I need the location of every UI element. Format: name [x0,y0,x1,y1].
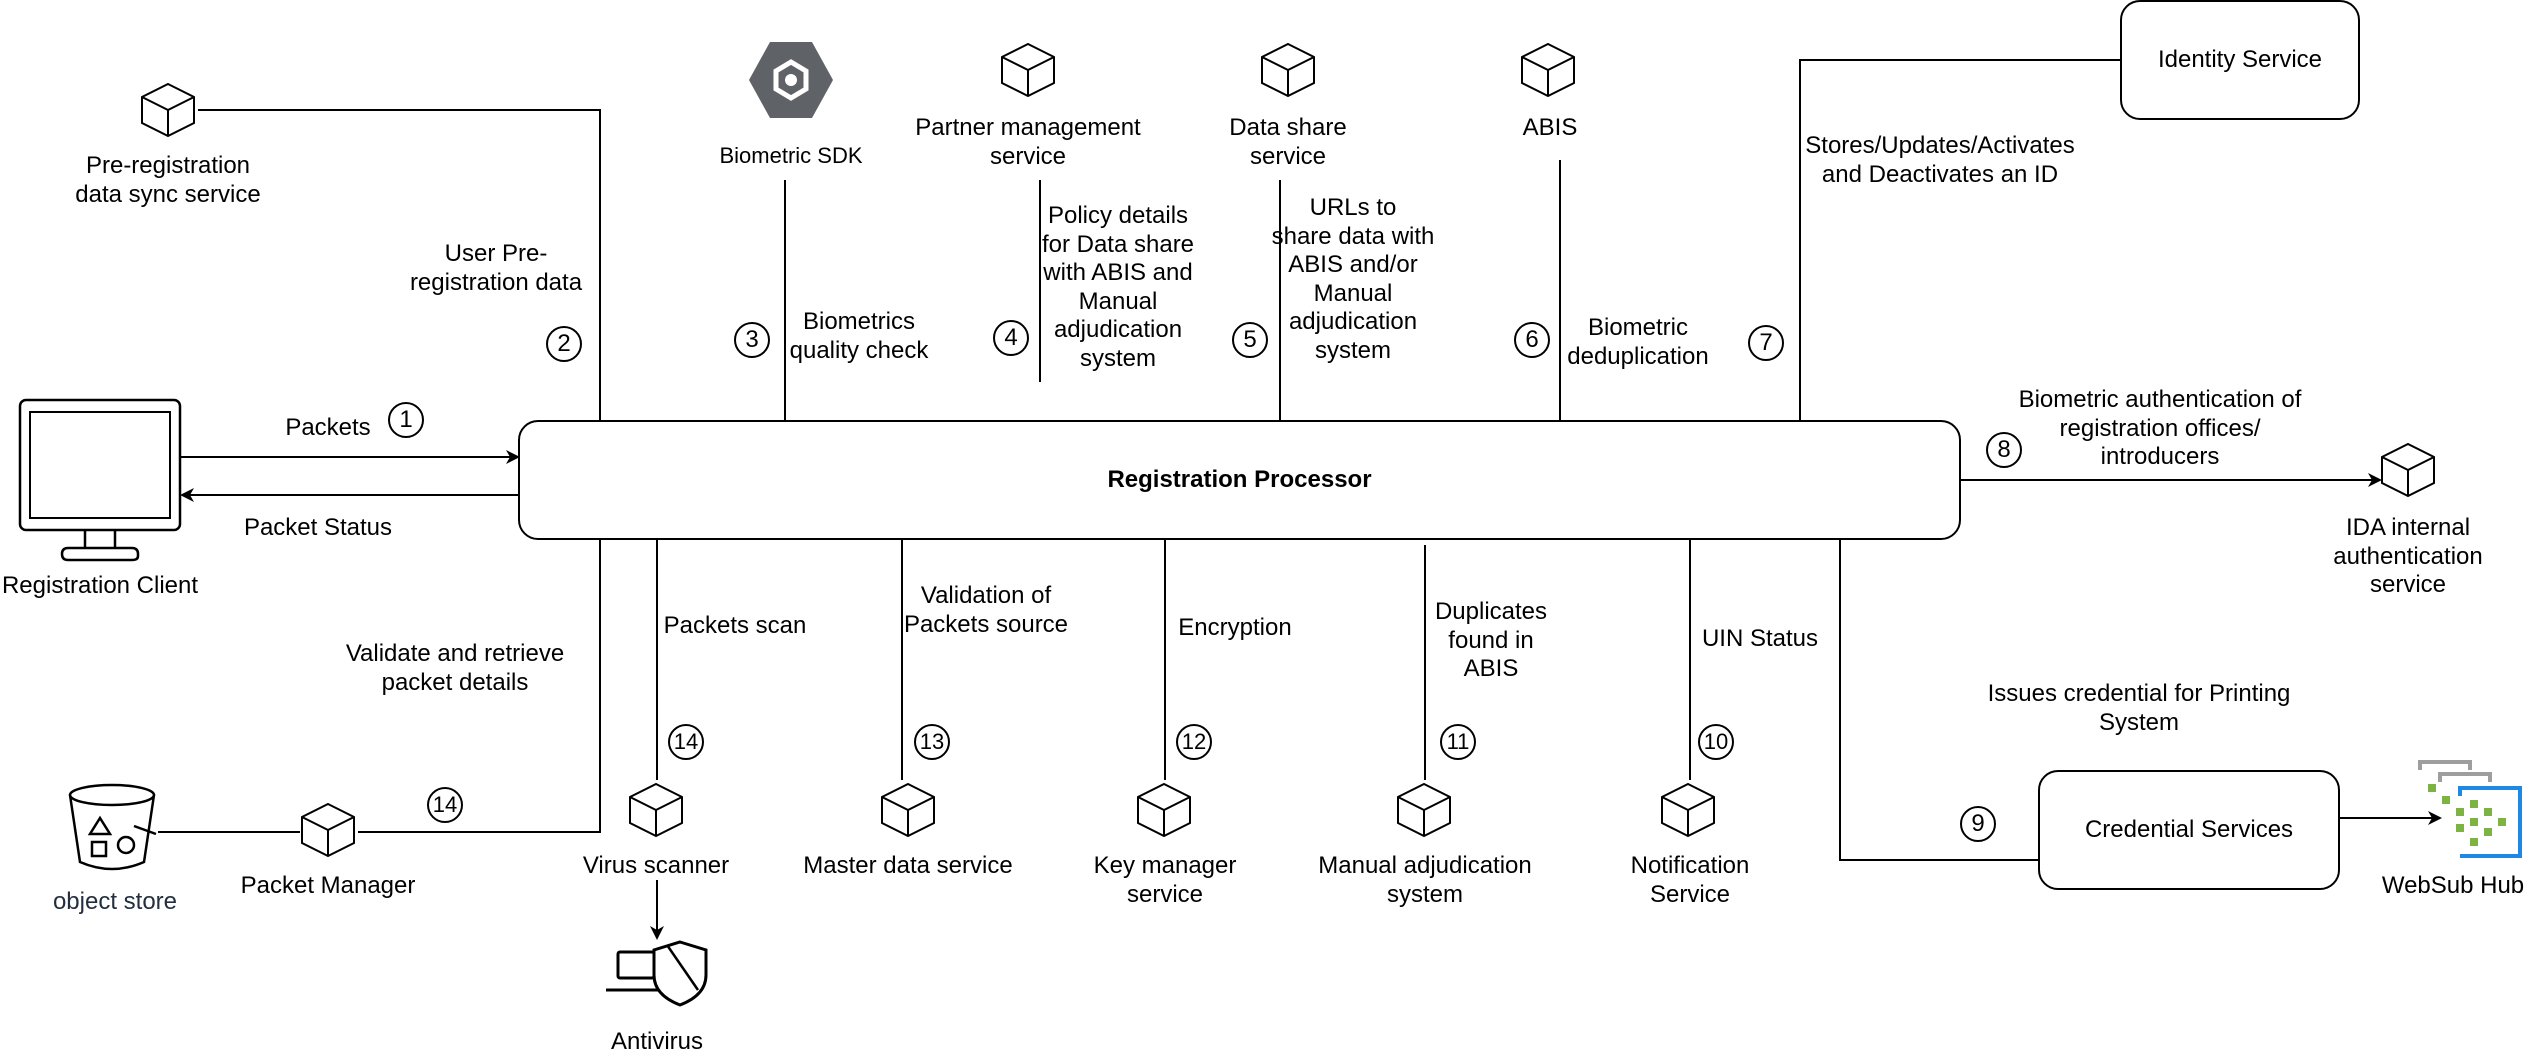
manual-system-name: Manual adjudication system [1318,852,1532,908]
prereg-cube-icon [141,82,195,138]
step-13-badge: 13 [914,724,950,760]
abis-flow-label: Biometric deduplication [1567,314,1709,370]
keymanager-cube-icon [1137,782,1191,838]
datashare-flow-label: URLs to share data with ABIS and/or Manu… [1271,194,1435,364]
ida-flow-label: Biometric authentication of registration… [2018,386,2302,470]
notification-flow-label: UIN Status [1701,625,1819,652]
antivirus-name: Antivirus [610,1028,704,1055]
notification-cube-icon [1661,782,1715,838]
registration-processor-label: Registration Processor [1107,466,1372,493]
credential-flow-label: Issues credential for Printing System [1987,680,2291,736]
step-12-badge: 12 [1176,724,1212,760]
step-14-packetmgr-badge: 14 [427,787,463,823]
step-8-badge: 8 [1986,432,2022,468]
step-1-badge: 1 [388,402,424,438]
step-14-virus-badge: 14 [668,724,704,760]
computer-icon [18,398,182,562]
abis-name: ABIS [1522,114,1578,141]
step-11-badge: 11 [1440,724,1476,760]
packetmgr-connector [358,540,601,833]
keymanager-service-name: Key manager service [1093,852,1237,908]
masterdata-cube-icon [881,782,935,838]
packets-label: Packets [285,414,371,441]
step-2-badge: 2 [546,326,582,362]
partner-flow-label: Policy details for Data share with ABIS … [1041,202,1195,372]
identity-service-box[interactable]: Identity Service [2120,0,2360,120]
ida-cube-icon [2381,442,2435,498]
credential-connector [1839,540,2040,861]
step-6-badge: 6 [1514,322,1550,358]
antivirus-icon [606,940,708,1007]
packetmgr-flow-label: Validate and retrieve packet details [345,640,565,696]
packetmgr-cube-icon [301,802,355,858]
abis-cube-icon [1521,42,1575,98]
prereg-service-name: Pre-registration data sync service [75,152,261,208]
credential-services-label: Credential Services [2084,816,2294,843]
bio-sdk-name: Biometric SDK [719,143,863,168]
virus-flow-label: Packets scan [663,612,807,639]
virus-scanner-name: Virus scanner [582,852,730,879]
datashare-service-name: Data share service [1229,114,1347,170]
partner-cube-icon [1001,42,1055,98]
step-3-badge: 3 [734,322,770,358]
identity-flow-label: Stores/Updates/Activates and Deactivates… [1805,132,2075,188]
masterdata-flow-label: Validation of Packets source [903,582,1069,638]
masterdata-service-name: Master data service [803,852,1013,879]
step-10-badge: 10 [1698,724,1734,760]
identity-service-label: Identity Service [2157,46,2323,73]
step-7-badge: 7 [1748,325,1784,361]
manual-flow-label: Duplicates found in ABIS [1434,598,1548,682]
object-store-icon [68,783,157,871]
step-4-badge: 4 [993,320,1029,356]
prereg-connector [198,109,601,420]
partner-service-name: Partner management service [915,114,1141,170]
websub-name: WebSub Hub [2381,872,2525,899]
identity-connector [1799,59,2120,420]
step-5-badge: 5 [1232,322,1268,358]
notification-service-name: Notification Service [1630,852,1750,908]
registration-processor-box[interactable]: Registration Processor [518,420,1961,540]
prereg-flow-label: User Pre- registration data [409,240,583,296]
virus-scanner-cube-icon [629,782,683,838]
datashare-cube-icon [1261,42,1315,98]
manual-cube-icon [1397,782,1451,838]
step-9-badge: 9 [1960,806,1996,842]
keymanager-flow-label: Encryption [1178,614,1292,641]
websub-icon [2418,760,2522,858]
credential-services-box[interactable]: Credential Services [2038,770,2340,890]
registration-client-label: Registration Client [1,572,199,599]
biometric-sdk-icon [749,42,833,118]
ida-service-name: IDA internal authentication service [2333,514,2483,598]
packet-status-label: Packet Status [243,514,393,541]
packet-manager-name: Packet Manager [240,872,416,899]
bio-sdk-flow-label: Biometrics quality check [789,308,929,364]
object-store-name: object store [52,888,178,915]
